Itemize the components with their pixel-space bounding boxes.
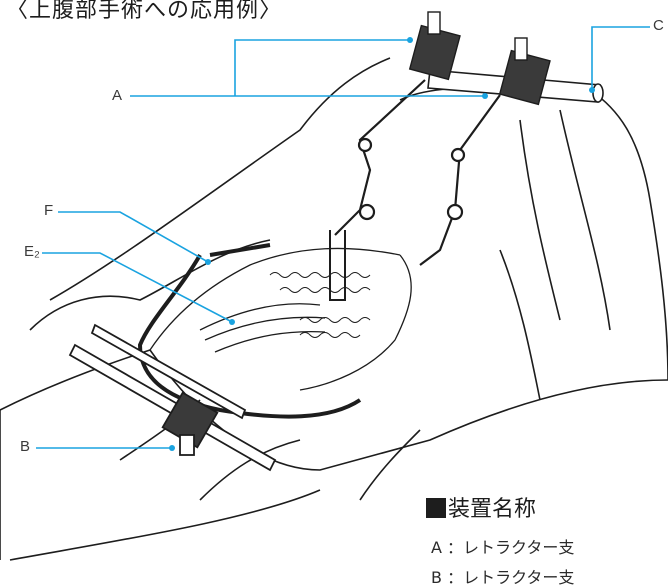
retractor-clamp-a2 xyxy=(498,37,551,106)
retractor-blade-center xyxy=(329,230,346,301)
leader-dot-a1 xyxy=(407,37,413,43)
leader-dots xyxy=(169,37,595,451)
clamp-a1-knob xyxy=(427,11,441,35)
surgical-drape xyxy=(0,57,668,561)
frame-f-ring xyxy=(137,254,362,419)
clamp-a2-knob xyxy=(514,37,528,61)
leader-dot-e2 xyxy=(229,319,235,325)
frame-bar-front xyxy=(68,343,277,472)
label-b: B xyxy=(20,438,31,455)
label-f: F xyxy=(44,202,54,219)
incision-area xyxy=(149,230,412,391)
incision-left-edge xyxy=(149,247,401,351)
leader-e2 xyxy=(42,252,233,323)
leader-dot-b xyxy=(169,445,175,451)
retractor-clamp-a1 xyxy=(408,11,461,81)
leader-lines xyxy=(36,26,650,449)
clamp-b-knob xyxy=(179,434,195,456)
front-frame xyxy=(68,243,362,472)
frame-f-top xyxy=(209,243,271,257)
bar-c-end xyxy=(592,83,604,103)
drape-back-left xyxy=(49,57,391,301)
legend-item-b: B ：レトラクター支 xyxy=(431,568,575,587)
incision-right-edge xyxy=(299,254,412,391)
leader-dot-a2 xyxy=(482,93,488,99)
legend-heading: 装置名称 xyxy=(426,491,536,523)
figure-title: 〈上腹部手術への応用例〉 xyxy=(6,0,283,23)
gauze-packing xyxy=(269,272,371,338)
drape-right-folds xyxy=(499,109,611,401)
label-e2: E₂ xyxy=(24,243,40,260)
arm-left-joint-2 xyxy=(358,203,376,221)
legend-item-a: A ：レトラクター支 xyxy=(431,538,575,557)
leader-dot-f xyxy=(205,259,211,265)
retractor-blade-e2 xyxy=(199,303,326,353)
arm-right-joint xyxy=(450,147,466,163)
frame-bar-back xyxy=(90,323,247,420)
arm-right xyxy=(419,94,501,266)
clamp-a2-body xyxy=(498,49,551,106)
label-c: C xyxy=(653,17,664,34)
arm-right-joint-2 xyxy=(446,203,464,221)
drape-right-hang xyxy=(589,89,668,381)
leader-dot-c xyxy=(589,87,595,93)
label-a: A xyxy=(112,87,123,104)
leader-a xyxy=(130,39,485,97)
arm-left-joint xyxy=(357,137,373,153)
arm-left xyxy=(334,79,426,236)
retractor-arms xyxy=(334,79,501,266)
leader-c xyxy=(591,26,650,90)
legend-square-icon xyxy=(426,498,446,518)
leader-f xyxy=(58,211,209,263)
drape-outline-left xyxy=(0,410,321,561)
